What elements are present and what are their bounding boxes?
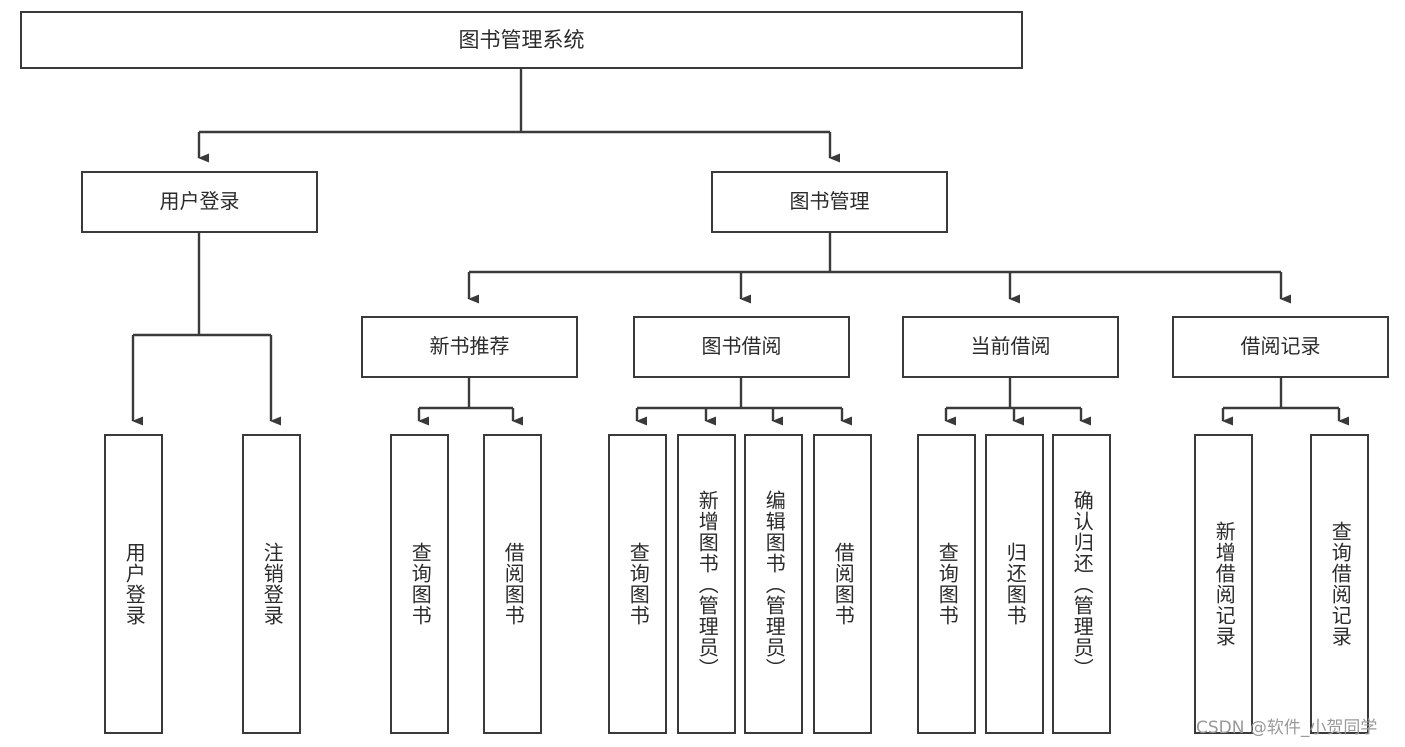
node-book-management[interactable]: 图书管理 bbox=[711, 171, 948, 233]
node-user-login[interactable]: 用户登录 bbox=[81, 171, 318, 233]
node-label: 用户登录 bbox=[159, 189, 240, 214]
node-label: 图书管理系统 bbox=[458, 27, 585, 52]
node-label: 查询借阅记录 bbox=[1328, 521, 1353, 647]
node-label: 编辑图书（管理员） bbox=[762, 489, 787, 679]
node-label: 确认归还（管理员） bbox=[1070, 489, 1095, 679]
node-label: 借阅图书 bbox=[501, 542, 526, 626]
leaf-record-add-record[interactable]: 新增借阅记录 bbox=[1194, 434, 1253, 734]
watermark: CSDN @软件_小贺同学 bbox=[1196, 718, 1378, 738]
node-label: 注销登录 bbox=[260, 542, 285, 626]
node-label: 查询图书 bbox=[935, 542, 960, 626]
leaf-user-login-signout[interactable]: 注销登录 bbox=[242, 434, 301, 734]
node-label: 借阅图书 bbox=[831, 542, 856, 626]
leaf-borrow-borrow-book[interactable]: 借阅图书 bbox=[813, 434, 872, 734]
node-label: 查询图书 bbox=[408, 542, 433, 626]
node-label: 图书管理 bbox=[789, 189, 870, 214]
node-root-system[interactable]: 图书管理系统 bbox=[20, 11, 1023, 69]
node-label: 新书推荐 bbox=[429, 334, 510, 359]
node-label: 查询图书 bbox=[626, 542, 651, 626]
leaf-borrow-edit-book-admin[interactable]: 编辑图书（管理员） bbox=[744, 434, 803, 734]
node-label: 新增图书（管理员） bbox=[695, 489, 720, 679]
node-current-borrow[interactable]: 当前借阅 bbox=[902, 316, 1119, 378]
node-book-borrow[interactable]: 图书借阅 bbox=[633, 316, 850, 378]
node-label: 用户登录 bbox=[122, 542, 147, 626]
leaf-current-confirm-return-admin[interactable]: 确认归还（管理员） bbox=[1052, 434, 1111, 734]
node-label: 当前借阅 bbox=[970, 334, 1051, 359]
node-label: 新增借阅记录 bbox=[1212, 521, 1237, 647]
leaf-current-query-book[interactable]: 查询图书 bbox=[917, 434, 976, 734]
node-label: 归还图书 bbox=[1003, 542, 1028, 626]
leaf-current-return-book[interactable]: 归还图书 bbox=[985, 434, 1044, 734]
leaf-user-login-signin[interactable]: 用户登录 bbox=[104, 434, 163, 734]
leaf-record-query-record[interactable]: 查询借阅记录 bbox=[1310, 434, 1369, 734]
leaf-recommend-borrow-book[interactable]: 借阅图书 bbox=[483, 434, 542, 734]
leaf-borrow-query-book[interactable]: 查询图书 bbox=[608, 434, 667, 734]
leaf-recommend-query-book[interactable]: 查询图书 bbox=[390, 434, 449, 734]
node-borrow-record[interactable]: 借阅记录 bbox=[1172, 316, 1389, 378]
leaf-borrow-add-book-admin[interactable]: 新增图书（管理员） bbox=[677, 434, 736, 734]
node-new-book-recommend[interactable]: 新书推荐 bbox=[361, 316, 578, 378]
node-label: 图书借阅 bbox=[701, 334, 782, 359]
node-label: 借阅记录 bbox=[1240, 334, 1321, 359]
